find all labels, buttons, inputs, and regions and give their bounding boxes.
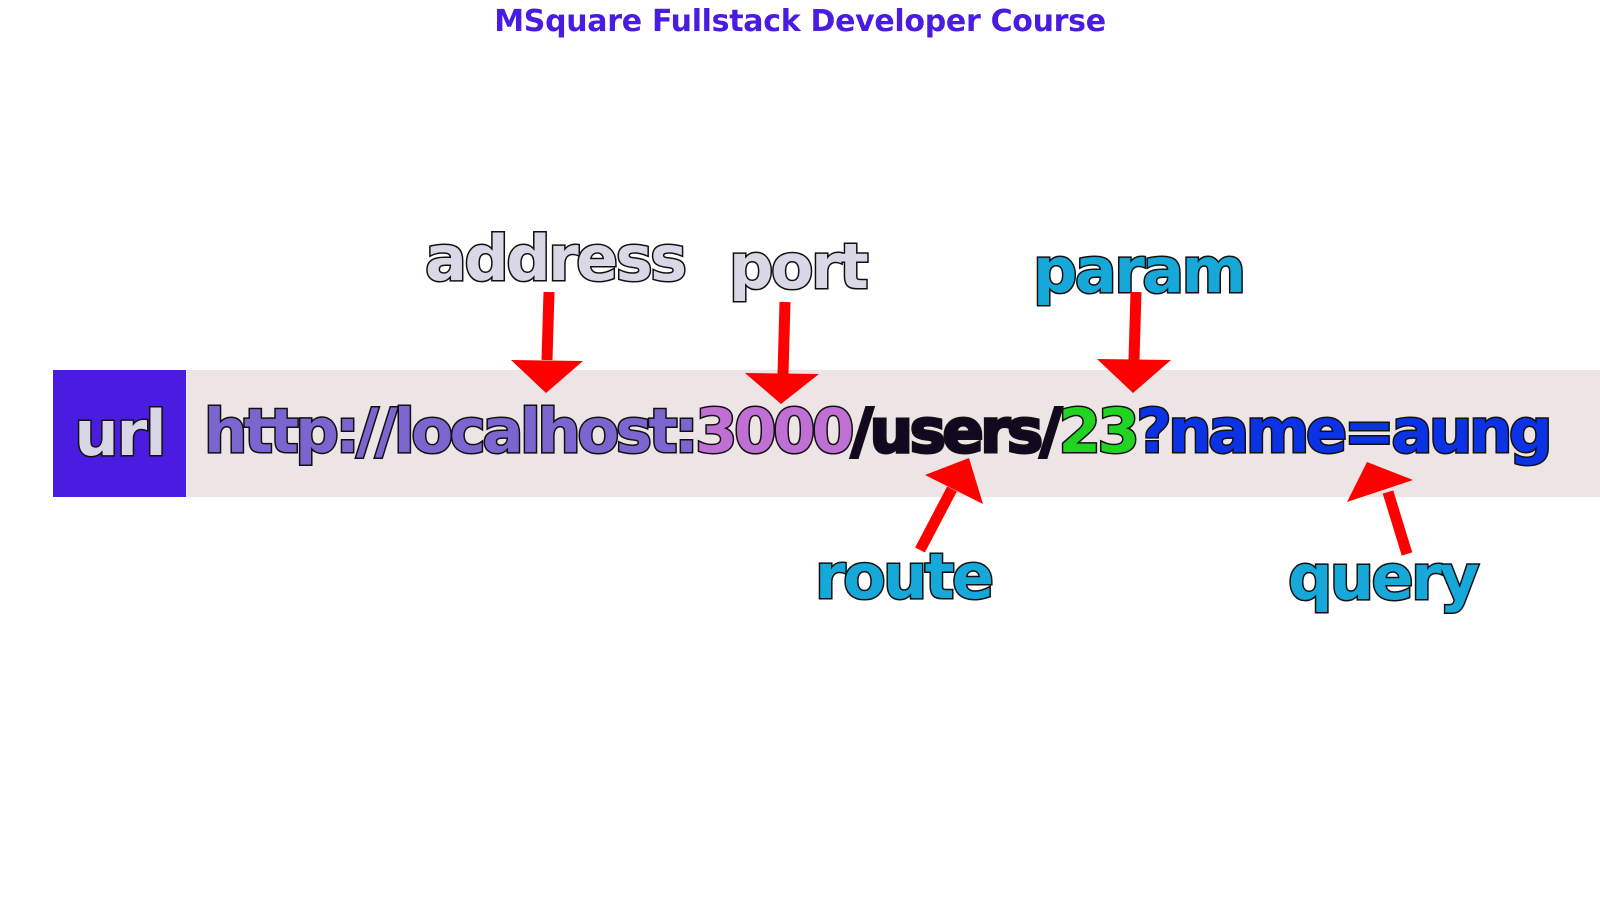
- label-address: address: [424, 222, 689, 295]
- url-strip: [53, 370, 1600, 497]
- url-param-part: 23: [1057, 395, 1141, 469]
- example-url: http://localhost:3000/users/23?name=aung: [202, 384, 1554, 480]
- url-route-part: /users/: [849, 395, 1063, 469]
- label-port: port: [727, 230, 870, 303]
- url-badge-label: url: [73, 396, 168, 472]
- url-query-part: ?name=aung: [1135, 395, 1554, 469]
- label-param: param: [1032, 234, 1248, 307]
- page-title: MSquare Fullstack Developer Course: [494, 4, 1106, 39]
- url-address-part: http://localhost:: [202, 395, 700, 469]
- url-port-part: 3000: [694, 395, 856, 469]
- label-query: query: [1286, 541, 1481, 614]
- url-badge: url: [53, 370, 186, 497]
- label-route: route: [814, 540, 996, 613]
